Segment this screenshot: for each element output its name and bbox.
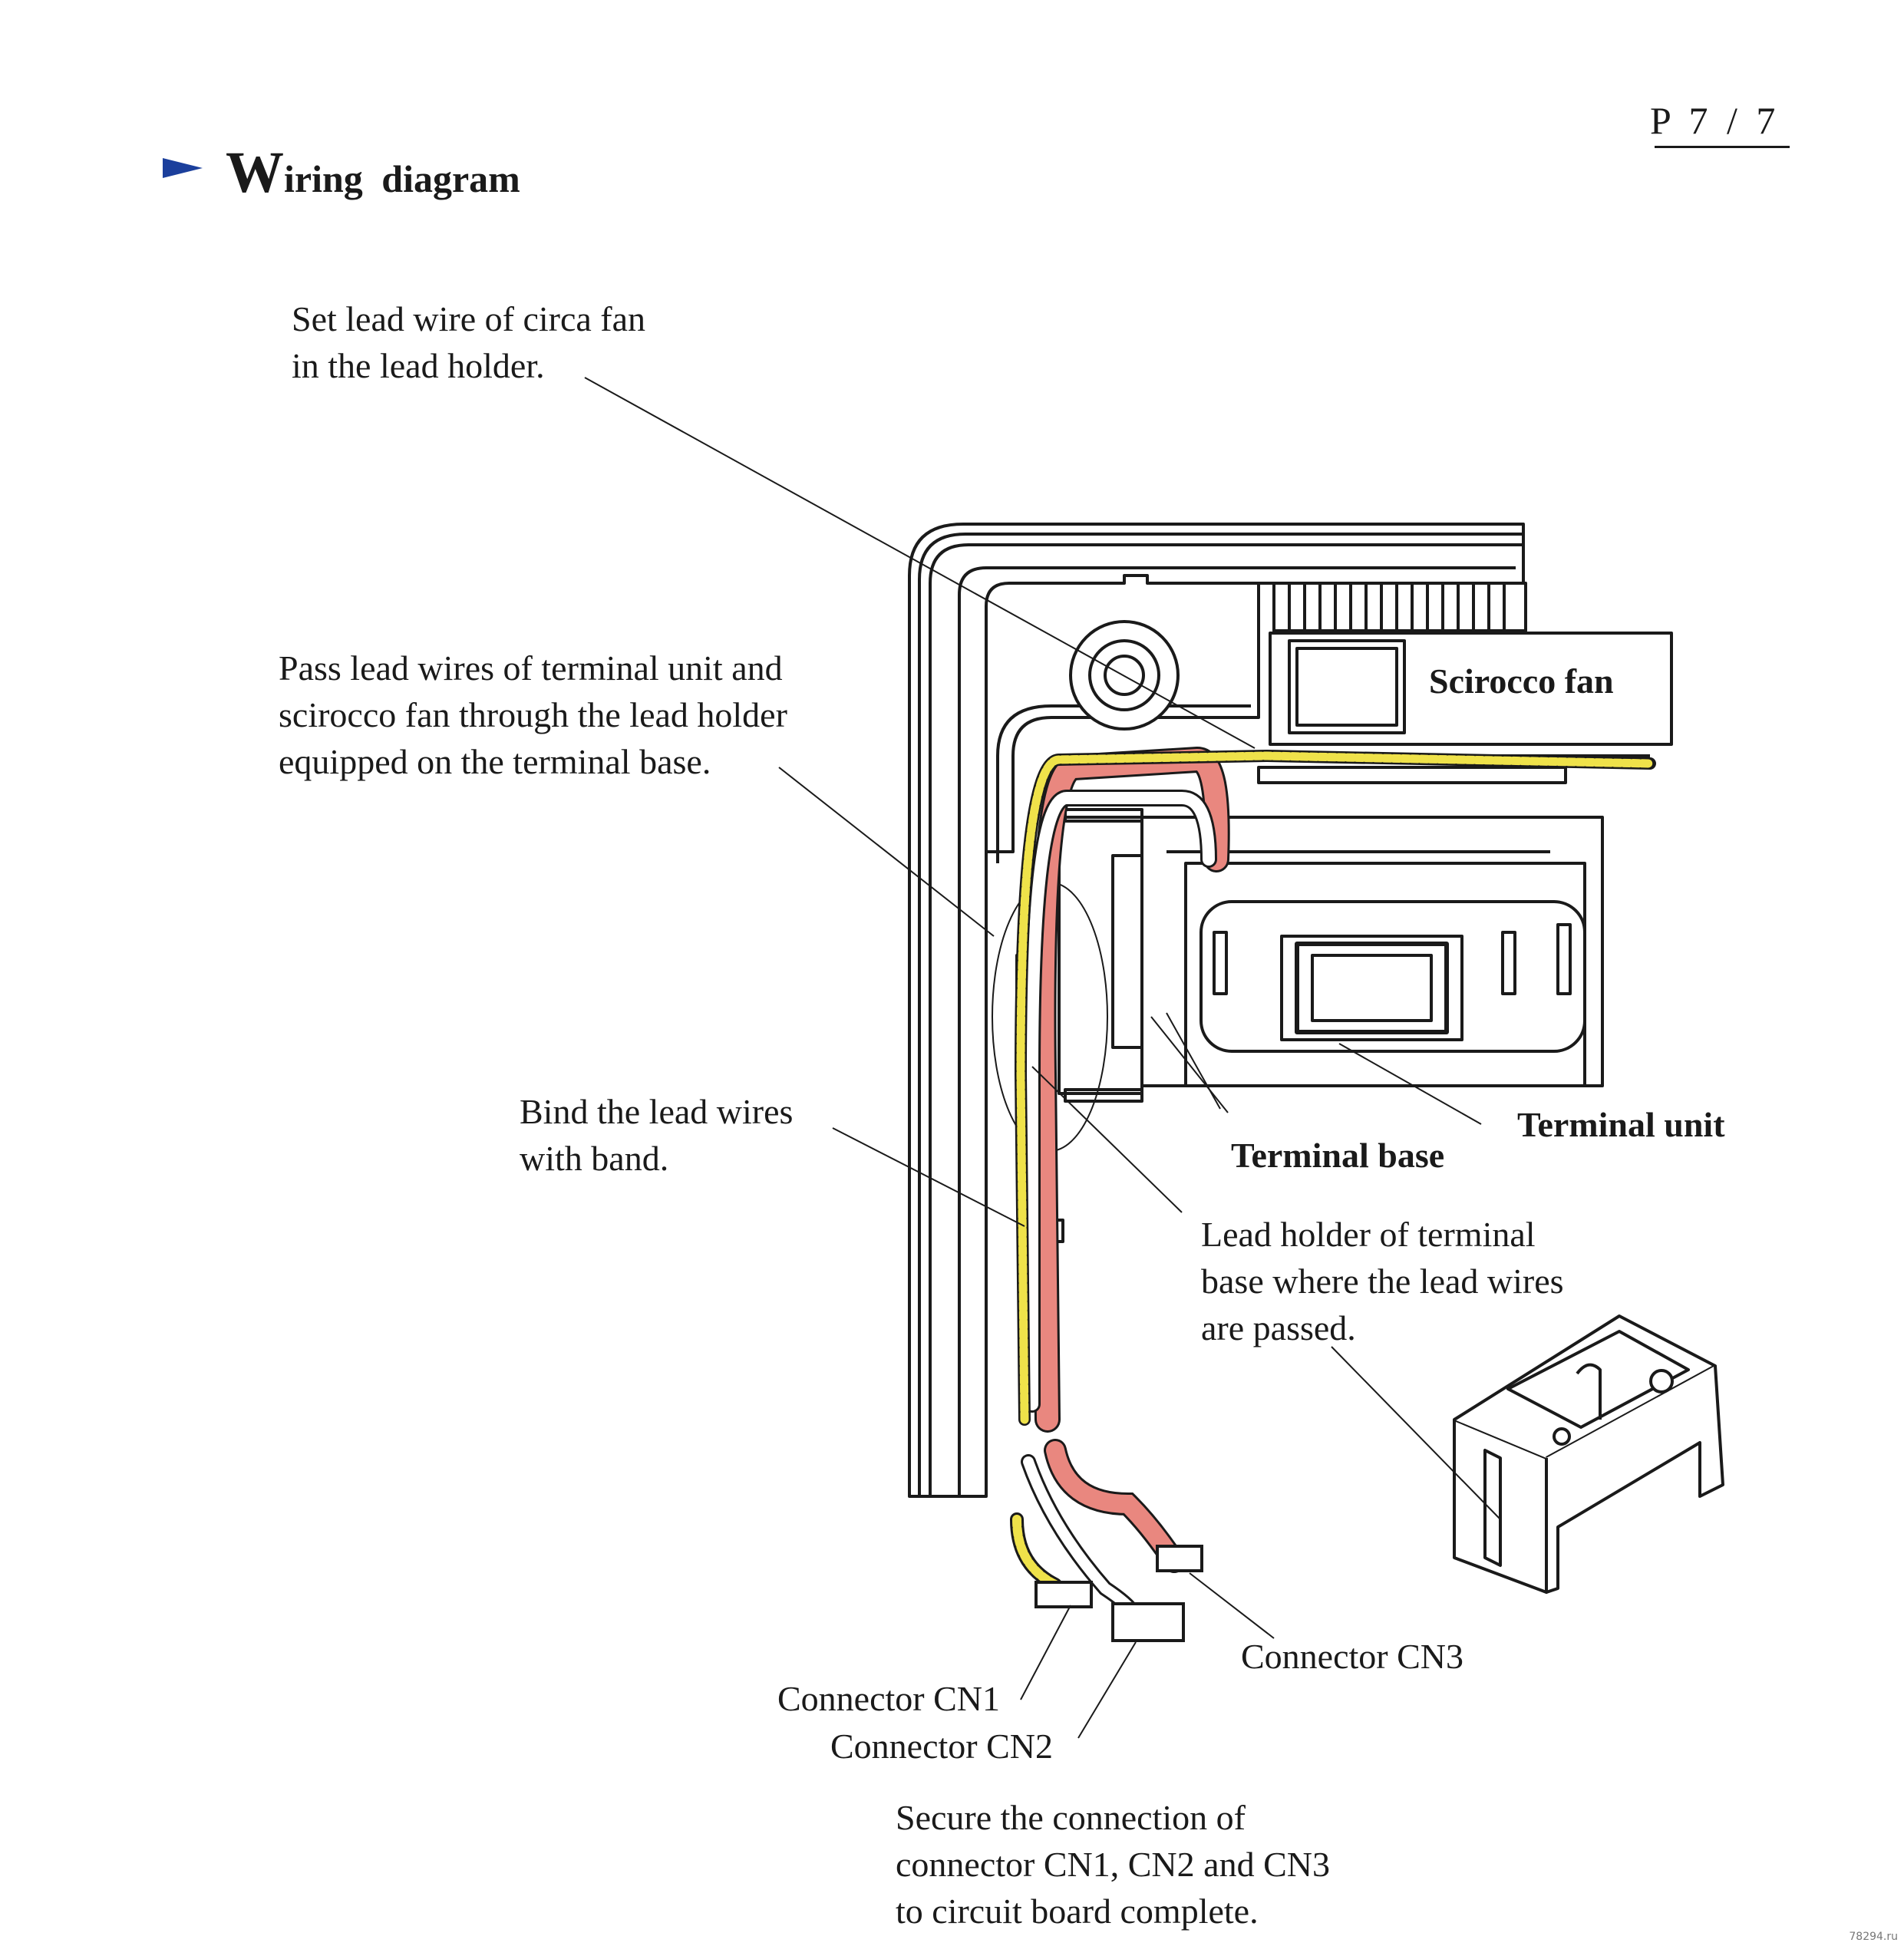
page-number-underline [1655, 146, 1790, 148]
label-connector-cn2: Connector CN2 [830, 1727, 1054, 1766]
heading-initial: W [226, 140, 284, 205]
vent-slats [1272, 582, 1527, 632]
label-lead-holder: Lead holder of terminal base where the l… [1201, 1215, 1564, 1347]
label-secure-connection: Secure the connection of connector CN1, … [896, 1798, 1330, 1931]
section-heading: W iring diagram [163, 140, 520, 206]
label-terminal-unit: Terminal unit [1517, 1105, 1725, 1144]
wire-bundle [1014, 746, 1656, 1433]
label-terminal-base: Terminal base [1231, 1136, 1445, 1175]
cable-channel-inner [996, 704, 1251, 863]
leader-lines [584, 377, 1501, 1739]
lead-holder-detail [1453, 1314, 1724, 1594]
connector-cn1-body [1034, 1581, 1093, 1608]
label-set-lead-wire: Set lead wire of circa fan in the lead h… [292, 299, 646, 385]
connector-cn2-body [1111, 1602, 1185, 1642]
connector-cn3-body [1156, 1545, 1203, 1572]
label-bind-lead-wires: Bind the lead wires with band. [520, 1092, 794, 1178]
frame-inner-line-2 [929, 543, 1523, 1496]
label-pass-lead-wires: Pass lead wires of terminal unit and sci… [279, 648, 787, 781]
label-connector-cn1: Connector CN1 [777, 1679, 1001, 1718]
heading-text: iring diagram [284, 157, 520, 200]
frame-inner-line-1 [918, 533, 1523, 1496]
page-number: P 7 / 7 [1650, 99, 1780, 142]
label-connector-cn3: Connector CN3 [1241, 1637, 1464, 1676]
frame-inner-line-3 [958, 566, 1516, 1496]
triangle-arrow-icon [163, 158, 203, 178]
cable-channel [986, 583, 1260, 853]
label-scirocco-fan: Scirocco fan [1429, 661, 1614, 701]
watermark: 78294.ru [1849, 1931, 1898, 1943]
